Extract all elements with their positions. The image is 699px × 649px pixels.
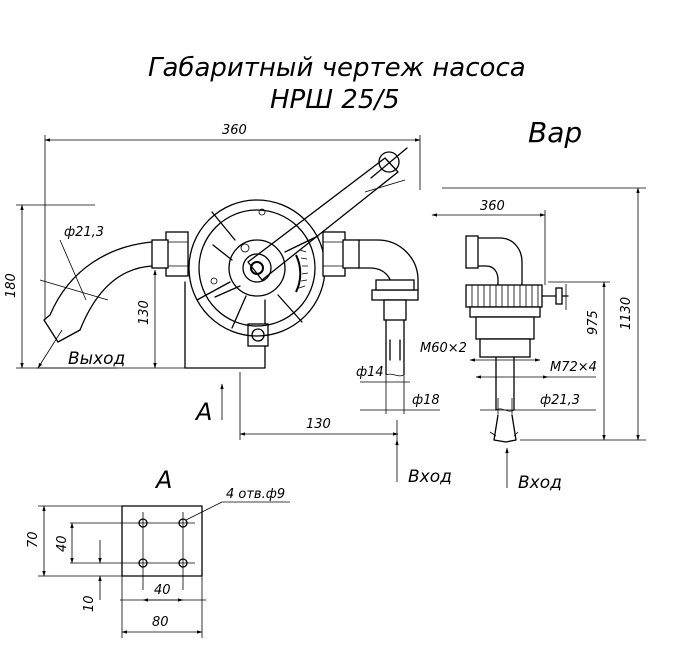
dim-front-bottom-offset: 130 bbox=[306, 417, 331, 432]
dim-side-total-height: 1130 bbox=[619, 297, 634, 330]
dim-thread-m72: М72×4 bbox=[550, 360, 597, 375]
dim-base-width: 80 bbox=[152, 615, 169, 630]
title-line1: Габаритный чертеж насоса bbox=[148, 53, 526, 83]
dim-hole-spacing-v: 40 bbox=[55, 535, 70, 552]
dim-side-body-height: 975 bbox=[586, 310, 601, 335]
view-a: А 4 отв.ф9 70 40 10 40 bbox=[26, 466, 290, 638]
dim-side-inlet-diameter: ф21,3 bbox=[540, 393, 580, 408]
dim-pipe-outer: ф18 bbox=[412, 393, 440, 408]
dim-thread-m60: М60×2 bbox=[420, 341, 467, 356]
side-view-label: Вар bbox=[528, 116, 582, 149]
side-view: Вар 360 1130 975 bbox=[420, 116, 646, 493]
dim-pipe-inner: ф14 bbox=[356, 365, 384, 380]
inlet-front-label: Вход bbox=[408, 467, 452, 487]
view-a-marker: А bbox=[194, 398, 212, 426]
dim-hole-offset-v: 10 bbox=[82, 595, 97, 612]
dim-side-width: 360 bbox=[480, 199, 505, 214]
dim-front-mid-height: 130 bbox=[137, 300, 152, 325]
dim-outlet-diameter: ф21,3 bbox=[64, 225, 104, 240]
dim-hole-spacing-h: 40 bbox=[154, 583, 171, 598]
dim-front-height: 180 bbox=[4, 273, 19, 298]
dim-holes: 4 отв.ф9 bbox=[226, 487, 285, 502]
dim-front-width: 360 bbox=[222, 123, 247, 138]
title-line2: НРШ 25/5 bbox=[270, 85, 400, 115]
dim-base-height: 70 bbox=[26, 531, 41, 548]
view-a-label: А bbox=[154, 466, 172, 494]
inlet-side-label: Вход bbox=[518, 473, 562, 493]
front-view: 360 180 130 ф21,3 Выход А ф14 ф18 130 bbox=[4, 123, 452, 487]
outlet-label: Выход bbox=[68, 349, 125, 369]
